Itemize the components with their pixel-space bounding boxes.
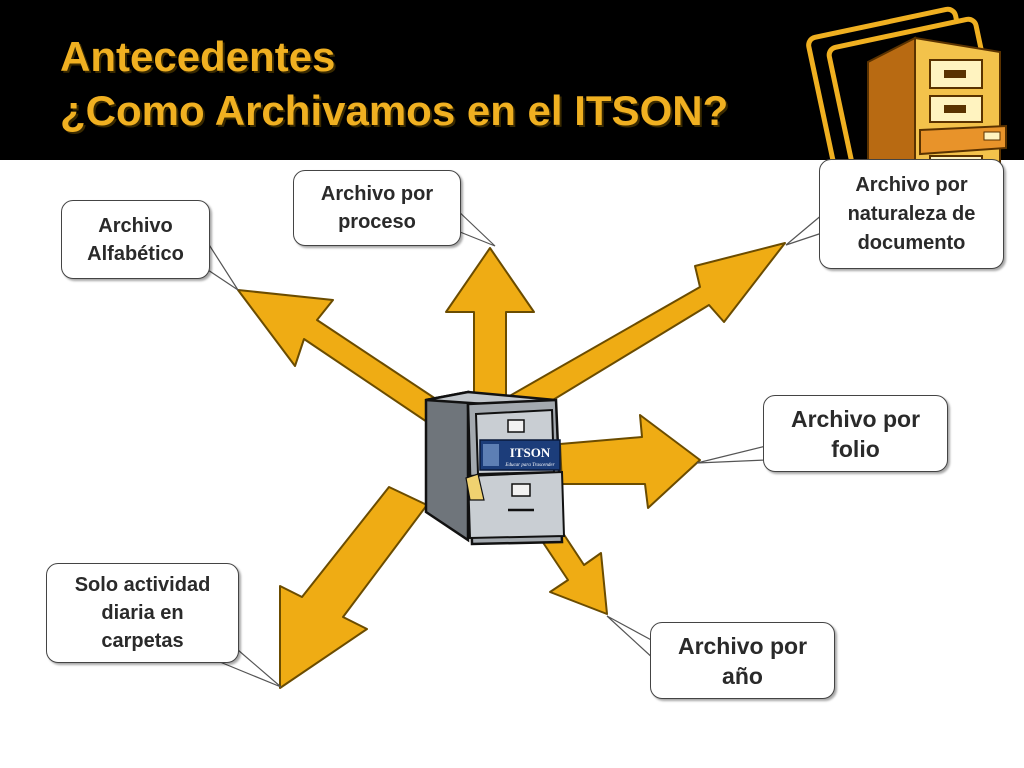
arrow-to-naturaleza — [505, 242, 786, 421]
arrow-to-folio — [559, 414, 701, 509]
callout-solo-actividad-diaria: Solo actividad diaria en carpetas — [46, 563, 239, 663]
cabinet-label: ITSON — [510, 445, 551, 460]
title-line-1: Antecedentes — [60, 33, 336, 80]
callout-text: Solo actividad diaria en carpetas — [74, 574, 211, 652]
pointer-solo-actividad — [219, 649, 282, 688]
pointer-proceso — [454, 207, 496, 247]
callout-text: Archivo por folio — [790, 405, 921, 462]
pointer-anio — [606, 615, 656, 661]
filing-cabinet-icon: ITSON Educar para Trascender — [424, 390, 566, 546]
arrow-to-alfabetico — [237, 289, 452, 429]
callout-archivo-por-proceso: Archivo por proceso — [293, 170, 461, 246]
pointer-naturaleza — [785, 213, 826, 246]
callout-text: Archivo por naturaleza de documento — [847, 173, 976, 254]
cabinet-motto: Educar para Trascender — [504, 463, 554, 468]
callout-text: Archivo Alfabético — [87, 214, 184, 265]
pointer-folio — [696, 445, 767, 464]
slide-title: Antecedentes ¿Como Archivamos en el ITSO… — [60, 30, 728, 138]
open-drawer-cabinet-clipart — [806, 6, 1007, 194]
callout-text: Archivo por proceso — [320, 183, 434, 233]
title-line-2: ¿Como Archivamos en el ITSON? — [60, 87, 729, 134]
callout-archivo-alfabetico: Archivo Alfabético — [61, 200, 210, 279]
pointer-alfabetico — [195, 239, 239, 291]
callout-archivo-por-anio: Archivo por año — [650, 622, 835, 699]
callout-archivo-por-folio: Archivo por folio — [763, 395, 948, 472]
callout-archivo-por-naturaleza: Archivo por naturaleza de documento — [819, 159, 1004, 269]
callout-text: Archivo por año — [677, 632, 808, 689]
arrow-to-solo-actividad — [279, 486, 428, 689]
